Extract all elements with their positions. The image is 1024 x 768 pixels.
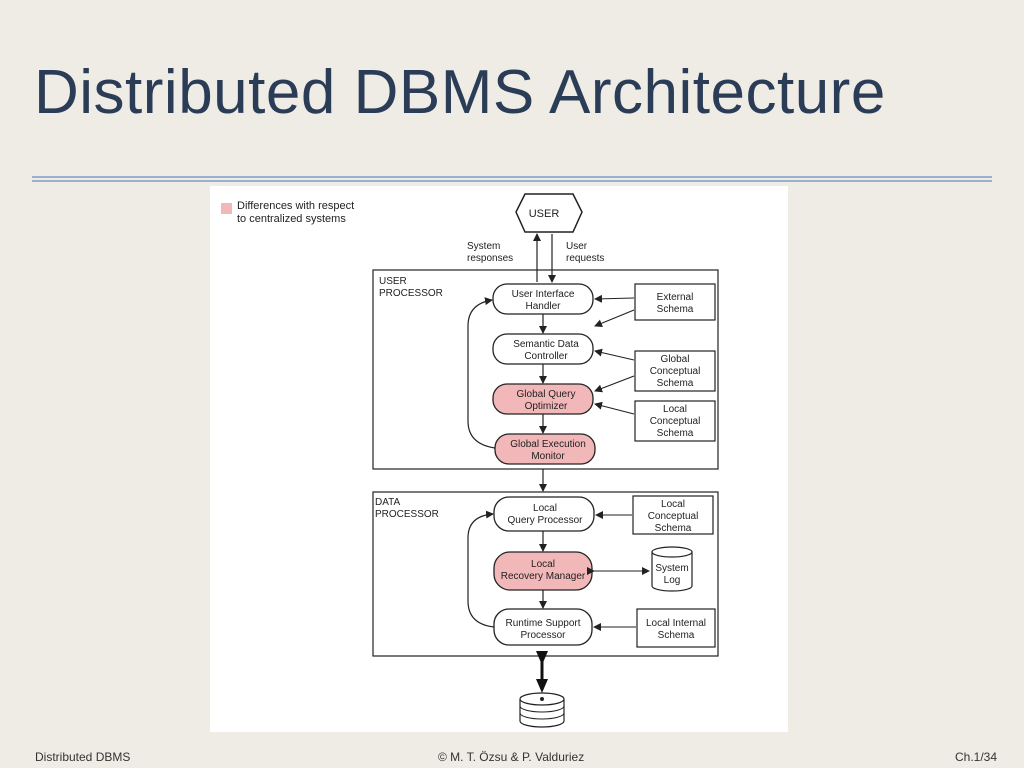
user-local-conceptual-schema-box xyxy=(634,400,716,442)
lqp-line-2: Query Processor xyxy=(507,515,583,526)
arrow-external-to-ui xyxy=(594,294,635,303)
rsp-line-2: Processor xyxy=(520,630,566,641)
external-schema-line-2: Schema xyxy=(657,304,694,315)
data-processor-label-1: DATA xyxy=(375,497,401,508)
user-lcs-line-1: Local xyxy=(663,404,687,415)
arrow-gcs-to-semantic xyxy=(594,348,635,361)
ui-handler-line-2: Handler xyxy=(525,301,561,312)
system-log-cylinder xyxy=(651,546,693,592)
arrow-lcs-to-gqo xyxy=(594,401,635,415)
lrm-line-1: Local xyxy=(531,559,555,570)
arrow-gcs-to-gqo xyxy=(594,375,635,393)
ui-handler-line-1: User Interface xyxy=(512,289,575,300)
local-internal-schema-box xyxy=(636,608,716,648)
global-execution-monitor-node xyxy=(494,433,596,465)
user-processor-label-1: USER xyxy=(379,276,407,287)
architecture-diagram: Differences with respect to centralized … xyxy=(210,186,788,732)
gqo-line-2: Optimizer xyxy=(525,401,568,412)
semantic-line-2: Controller xyxy=(524,351,568,362)
user-requests-label-2: requests xyxy=(566,253,604,264)
data-local-conceptual-schema-box xyxy=(632,495,714,535)
architecture-svg: Differences with respect to centralized … xyxy=(221,193,719,728)
legend-swatch xyxy=(221,203,232,214)
data-processor-label-2: PROCESSOR xyxy=(375,509,439,520)
user-processor-box xyxy=(372,269,719,470)
gem-line-2: Monitor xyxy=(531,451,565,462)
user-lcs-line-3: Schema xyxy=(657,428,694,439)
legend-line-2: to centralized systems xyxy=(237,213,346,225)
footer-copyright: © M. T. Özsu & P. Valduriez xyxy=(438,750,585,764)
external-schema-box xyxy=(634,283,716,321)
user-label: USER xyxy=(529,208,560,220)
semantic-line-1: Semantic Data xyxy=(513,339,579,350)
title-divider-top xyxy=(32,176,992,178)
user-lcs-line-2: Conceptual xyxy=(650,416,701,427)
feedback-arrow-data-processor xyxy=(467,510,495,628)
external-schema-line-1: External xyxy=(657,292,694,303)
feedback-arrow-user-processor xyxy=(467,297,496,449)
arrow-external-to-semantic xyxy=(594,309,635,328)
database-icon xyxy=(519,692,565,728)
gcs-line-2: Conceptual xyxy=(650,366,701,377)
footer-page-number: Ch.1/34 xyxy=(955,750,998,764)
gcs-line-1: Global xyxy=(661,354,690,365)
user-hexagon xyxy=(515,193,583,233)
user-requests-label-1: User xyxy=(566,241,588,252)
slide-title: Distributed DBMS Architecture xyxy=(34,58,886,127)
lqp-line-1: Local xyxy=(533,503,557,514)
lrm-line-2: Recovery Manager xyxy=(501,571,586,582)
rsp-line-1: Runtime Support xyxy=(505,618,580,629)
system-log-line-1: System xyxy=(655,563,688,574)
title-divider-bottom xyxy=(32,180,992,182)
legend-line-1: Differences with respect xyxy=(237,200,354,212)
lis-line-1: Local Internal xyxy=(646,618,706,629)
system-log-line-2: Log xyxy=(664,575,681,586)
global-conceptual-schema-box xyxy=(634,350,716,392)
lis-line-2: Schema xyxy=(658,630,695,641)
gem-line-1: Global Execution xyxy=(510,439,586,450)
system-responses-label-2: responses xyxy=(467,253,513,264)
data-lcs-line-3: Schema xyxy=(655,523,692,534)
data-lcs-line-2: Conceptual xyxy=(648,511,699,522)
system-responses-label-1: System xyxy=(467,241,500,252)
local-query-processor-node xyxy=(493,496,595,532)
data-lcs-line-1: Local xyxy=(661,499,685,510)
gcs-line-3: Schema xyxy=(657,378,694,389)
user-processor-label-2: PROCESSOR xyxy=(379,288,443,299)
gqo-line-1: Global Query xyxy=(517,389,576,400)
footer-course-name: Distributed DBMS xyxy=(35,750,131,764)
